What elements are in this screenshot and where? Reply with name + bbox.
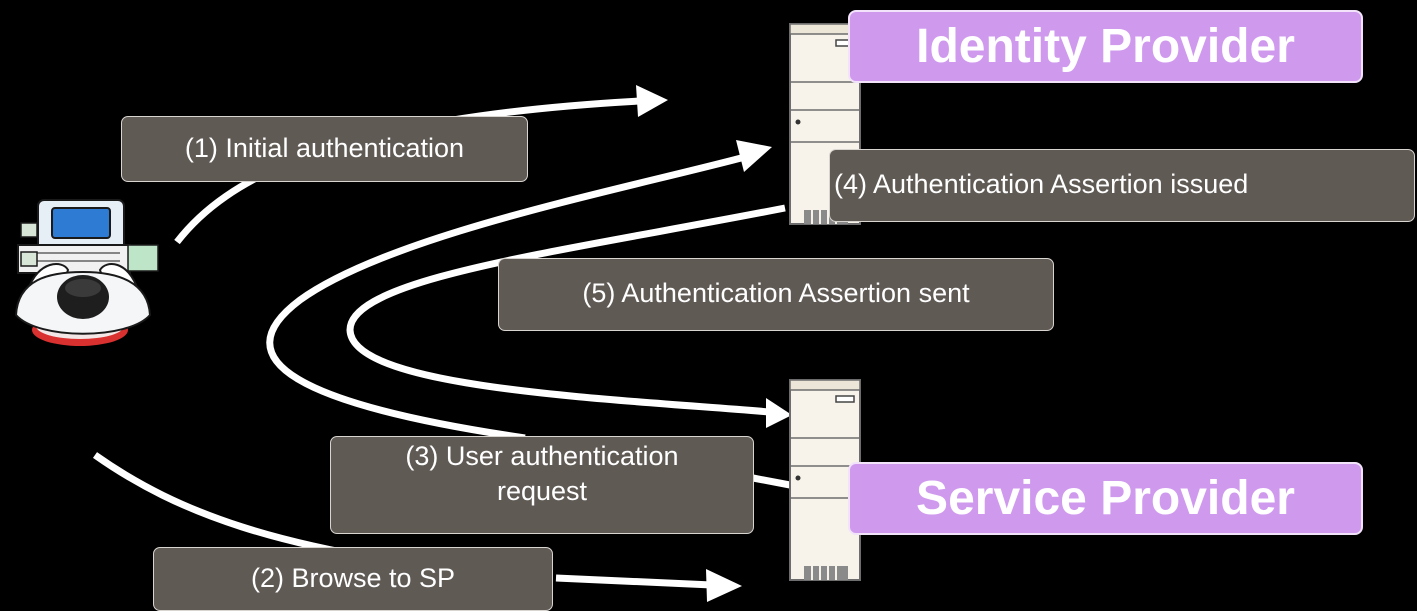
arrowhead-browse-to-sp: [706, 569, 742, 602]
arrow-browse-to-sp-tail: [555, 574, 713, 589]
arrow-request-to-sp-connector: [752, 474, 791, 489]
step-2-label: (2) Browse to SP: [153, 547, 553, 611]
identity-provider-title: Identity Provider: [848, 10, 1363, 83]
step-3-label-line-2: request: [496, 476, 588, 506]
step-5-label: (5) Authentication Assertion sent: [498, 258, 1054, 331]
step-1-label: (1) Initial authentication: [121, 116, 528, 182]
arrowhead-initial-authentication: [636, 85, 668, 117]
service-provider-title: Service Provider: [848, 462, 1363, 535]
arrowhead-user-authentication-request: [736, 140, 772, 172]
arrow-user-authentication-request: [266, 153, 746, 442]
step-3-label: (3) User authentication request: [330, 436, 754, 534]
step-4-label: (4) Authentication Assertion issued: [829, 149, 1415, 222]
arrow-assertion-sent: [346, 204, 786, 416]
step-3-label-line-1: (3) User authentication: [405, 441, 679, 471]
arrowhead-assertion-sent: [766, 398, 792, 428]
user-at-computer-icon: [14, 199, 159, 346]
